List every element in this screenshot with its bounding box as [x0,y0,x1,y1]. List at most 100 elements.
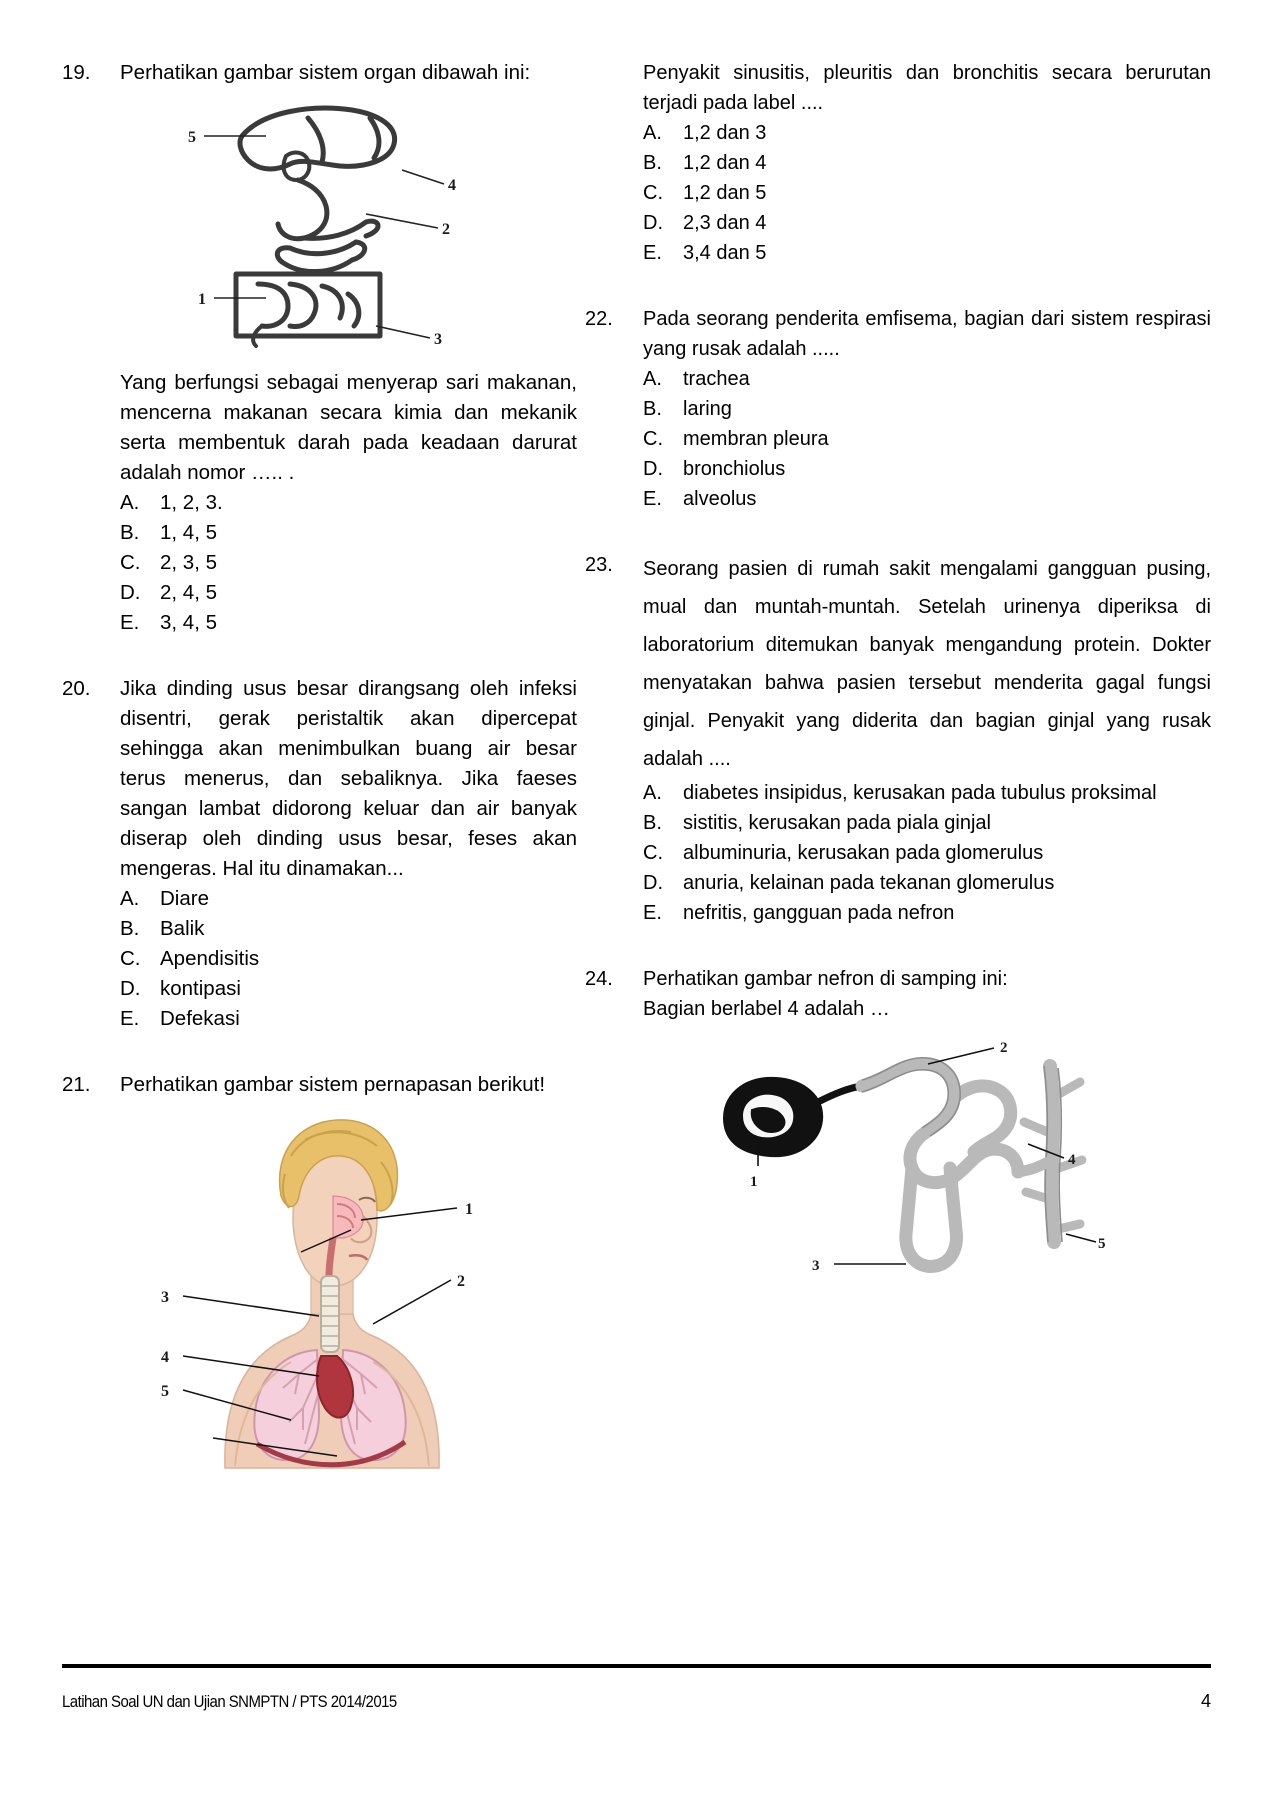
option-text: albuminuria, kerusakan pada glomerulus [683,842,1044,864]
question-19: 19. Perhatikan gambar sistem organ dibaw… [62,58,577,88]
option-item[interactable]: E. 3, 4, 5 [120,608,577,638]
respiratory-system-figure: 1 2 3 4 5 [62,1100,577,1470]
option-item[interactable]: E. alveolus [643,484,1211,514]
option-item[interactable]: B. sistitis, kerusakan pada piala ginjal [643,808,1211,838]
figure-label-4: 4 [161,1349,169,1366]
figure-label-1: 1 [198,291,206,308]
question-22-prompt: Pada seorang penderita emfisema, bagian … [643,308,1211,360]
question-19-number: 19. [62,61,91,84]
question-20-number: 20. [62,677,91,700]
footer-title: Latihan Soal UN dan Ujian SNMPTN / PTS 2… [62,1692,397,1711]
figure-label-1: 1 [750,1174,758,1190]
option-item[interactable]: B. laring [643,394,1211,424]
option-letter: A. [643,368,662,390]
option-letter: B. [643,398,662,420]
option-item[interactable]: B. 1,2 dan 4 [643,148,1211,178]
question-24-prompt-2: Bagian berlabel 4 adalah … [643,998,890,1020]
question-23-body: Seorang pasien di rumah sakit mengalami … [643,550,1211,928]
option-item[interactable]: C. 1,2 dan 5 [643,178,1211,208]
question-21-body: Perhatikan gambar sistem pernapasan beri… [120,1070,577,1100]
question-19-subprompt: Yang berfungsi sebagai menyerap sari mak… [120,371,577,484]
option-text: membran pleura [683,428,829,450]
option-item[interactable]: C. membran pleura [643,424,1211,454]
option-item[interactable]: D. kontipasi [120,974,577,1004]
option-item[interactable]: E. Defekasi [120,1004,577,1034]
left-column: 19. Perhatikan gambar sistem organ dibaw… [0,58,585,1470]
option-text: trachea [683,368,750,390]
figure-label-2: 2 [442,221,450,238]
option-letter: D. [643,458,663,480]
question-22-options: A. trachea B. laring C. membran pleura [643,364,1211,514]
figure-label-2: 2 [1000,1040,1008,1056]
option-letter: B. [120,917,140,940]
option-item[interactable]: D. 2, 4, 5 [120,578,577,608]
question-23-options: A. diabetes insipidus, kerusakan pada tu… [643,778,1211,928]
figure-label-2: 2 [457,1273,465,1290]
page-footer: Latihan Soal UN dan Ujian SNMPTN / PTS 2… [62,1691,1211,1712]
option-letter: E. [643,488,662,510]
option-item[interactable]: C. albuminuria, kerusakan pada glomerulu… [643,838,1211,868]
question-24: 24. Perhatikan gambar nefron di samping … [585,964,1211,1024]
question-24-prompt: Perhatikan gambar nefron di samping ini: [643,968,1008,990]
option-item[interactable]: D. anuria, kelainan pada tekanan glomeru… [643,868,1211,898]
option-text: Defekasi [160,1007,240,1030]
option-letter: C. [643,428,663,450]
option-text: 3,4 dan 5 [683,242,767,264]
option-item[interactable]: B. Balik [120,914,577,944]
figure-label-4: 4 [1068,1152,1076,1168]
figure-label-4: 4 [448,177,456,194]
question-22-number: 22. [585,308,613,330]
question-24-body: Perhatikan gambar nefron di samping ini:… [643,964,1211,1024]
option-text: alveolus [683,488,757,510]
option-letter: D. [120,977,141,1000]
option-text: 1,2 dan 3 [683,122,767,144]
question-22: 22. Pada seorang penderita emfisema, bag… [585,304,1211,514]
option-letter: A. [643,782,662,804]
question-20-options: A. Diare B. Balik C. Apendisitis D. [120,884,577,1034]
option-text: 2,3 dan 4 [683,212,767,234]
option-text: 1, 2, 3. [160,491,223,514]
option-letter: E. [643,902,662,924]
option-text: kontipasi [160,977,241,1000]
option-item[interactable]: C. 2, 3, 5 [120,548,577,578]
question-19-body: Perhatikan gambar sistem organ dibawah i… [120,58,577,88]
option-letter: E. [120,611,140,634]
option-letter: C. [643,842,663,864]
option-item[interactable]: E. 3,4 dan 5 [643,238,1211,268]
figure-label-3: 3 [812,1258,820,1274]
figure-label-5: 5 [1098,1236,1106,1252]
option-item[interactable]: E. nefritis, gangguan pada nefron [643,898,1211,928]
option-text: 1, 4, 5 [160,521,217,544]
option-item[interactable]: C. Apendisitis [120,944,577,974]
option-item[interactable]: D. 2,3 dan 4 [643,208,1211,238]
option-text: 2, 4, 5 [160,581,217,604]
figure-label-3: 3 [161,1289,169,1306]
option-item[interactable]: A. diabetes insipidus, kerusakan pada tu… [643,778,1211,808]
option-letter: D. [643,872,663,894]
option-text: 1,2 dan 4 [683,152,767,174]
question-22-body: Pada seorang penderita emfisema, bagian … [643,304,1211,514]
footer-divider [62,1664,1211,1668]
option-text: 1,2 dan 5 [683,182,767,204]
option-item[interactable]: A. Diare [120,884,577,914]
option-item[interactable]: D. bronchiolus [643,454,1211,484]
question-19-prompt: Perhatikan gambar sistem organ dibawah i… [120,61,531,84]
question-19-options: A. 1, 2, 3. B. 1, 4, 5 C. 2, 3, 5 D. [120,488,577,638]
question-20-body: Jika dinding usus besar dirangsang oleh … [120,674,577,1034]
right-column: Penyakit sinusitis, pleuritis dan bronch… [585,58,1273,1470]
option-item[interactable]: A. 1, 2, 3. [120,488,577,518]
option-text: anuria, kelainan pada tekanan glomerulus [683,872,1055,894]
figure-label-1: 1 [465,1201,473,1218]
option-letter: D. [643,212,663,234]
option-letter: C. [643,182,663,204]
footer-page-number: 4 [1200,1691,1211,1711]
option-item[interactable]: A. trachea [643,364,1211,394]
option-item[interactable]: A. 1,2 dan 3 [643,118,1211,148]
question-23-number: 23. [585,554,613,576]
question-21-options: A. 1,2 dan 3 B. 1,2 dan 4 C. 1,2 dan 5 [643,118,1211,268]
question-20-prompt: Jika dinding usus besar dirangsang oleh … [120,677,577,880]
question-21-prompt: Perhatikan gambar sistem pernapasan beri… [120,1073,546,1096]
option-item[interactable]: B. 1, 4, 5 [120,518,577,548]
question-23-prompt: Seorang pasien di rumah sakit mengalami … [643,558,1211,770]
figure-label-5: 5 [188,129,196,146]
